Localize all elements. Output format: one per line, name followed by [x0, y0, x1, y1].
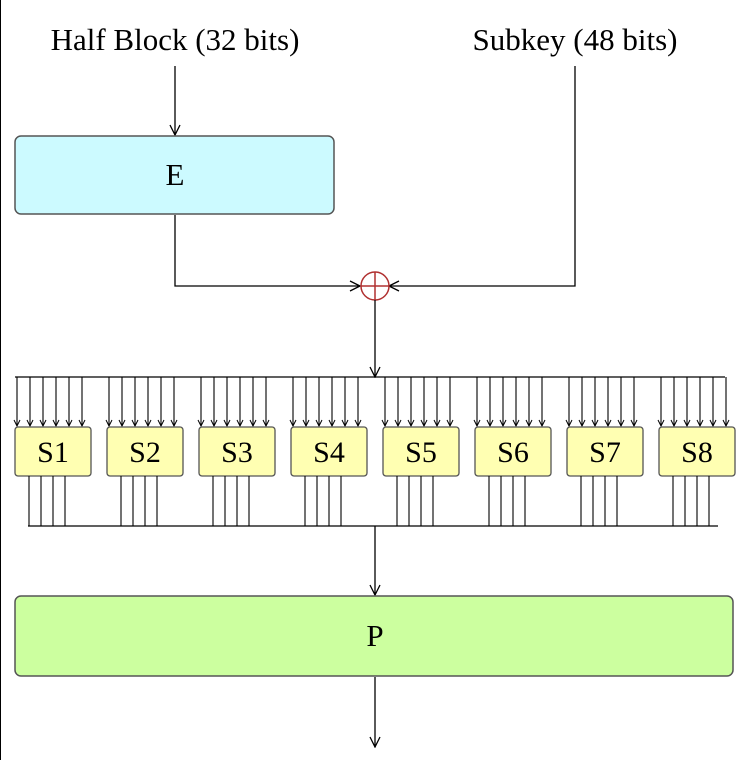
sbox-2: S2 — [107, 377, 184, 526]
sbox-group: S1 S2 S3 S4 S5 S6 S7 S8 — [15, 377, 736, 526]
expansion-to-xor-line — [174, 215, 360, 286]
sbox-7: S7 — [567, 377, 644, 526]
permutation-box — [14, 595, 734, 677]
subkey-to-xor-line — [389, 66, 576, 286]
sbox-label: S8 — [681, 436, 713, 469]
sbox-8: S8 — [659, 377, 736, 526]
sbox-label: S2 — [129, 436, 161, 469]
sbox-label: S5 — [405, 436, 437, 469]
sbox-5: S5 — [383, 377, 460, 526]
sbox-3: S3 — [199, 377, 276, 526]
sbox-6: S6 — [475, 377, 552, 526]
xor-icon — [360, 271, 390, 301]
half-block-label: Half Block (32 bits) — [51, 22, 300, 57]
sbox-4: S4 — [291, 377, 368, 526]
sbox-label: S6 — [497, 436, 529, 469]
sbox-label: S1 — [37, 436, 69, 469]
sbox-label: S3 — [221, 436, 253, 469]
expansion-label: E — [166, 157, 185, 192]
sbox-1: S1 — [15, 377, 92, 526]
expansion-box — [14, 135, 335, 215]
sbox-label: S7 — [589, 436, 621, 469]
permutation-label: P — [366, 618, 383, 653]
subkey-label: Subkey (48 bits) — [473, 22, 678, 57]
sbox-label: S4 — [313, 436, 345, 469]
